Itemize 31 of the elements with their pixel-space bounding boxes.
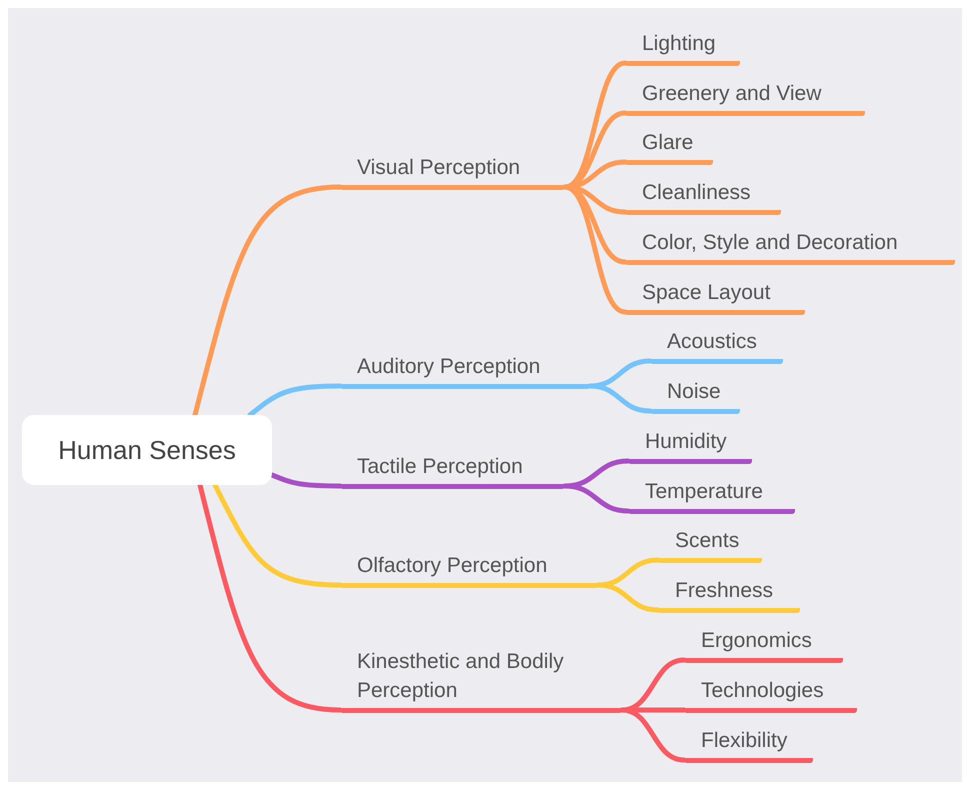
- topic-line: Space Layout: [625, 278, 805, 314]
- topic-line: Flexibility: [684, 726, 813, 762]
- topic-line: Color, Style and Decoration: [625, 228, 955, 264]
- branch-line: [212, 482, 342, 588]
- branch-line: [198, 482, 342, 712]
- branch-line: [562, 184, 628, 314]
- topic-line: Kinesthetic and Bodily Perception: [340, 646, 622, 712]
- topic-line: Tactile Perception: [340, 452, 565, 488]
- topic-line: Temperature: [628, 476, 795, 514]
- branch-line: [248, 384, 342, 418]
- topic-line: Greenery and View: [625, 78, 865, 116]
- branch-line: [620, 708, 686, 762]
- topic-line: Freshness: [658, 576, 800, 612]
- branch-line: [588, 384, 652, 414]
- topic-line: Visual Perception: [340, 152, 565, 190]
- branch-line: [270, 472, 342, 488]
- topic-line: Cleanliness: [625, 178, 781, 214]
- topic-line: Ergonomics: [684, 626, 843, 662]
- topic-line: Olfactory Perception: [340, 550, 598, 588]
- topic-line: Auditory Perception: [340, 352, 590, 388]
- topic-line: Technologies: [684, 676, 857, 712]
- branch-line: [596, 582, 660, 612]
- topic-line: Noise: [650, 376, 740, 414]
- topic-line: Lighting: [625, 28, 740, 66]
- topic-line: Acoustics: [650, 326, 783, 364]
- branch-line: [192, 184, 342, 418]
- root-topic: Human Senses: [22, 415, 272, 485]
- topic-line: Scents: [658, 526, 762, 562]
- topic-line: Glare: [625, 128, 713, 164]
- topic-line: Humidity: [628, 426, 752, 464]
- branch-line: [562, 484, 630, 514]
